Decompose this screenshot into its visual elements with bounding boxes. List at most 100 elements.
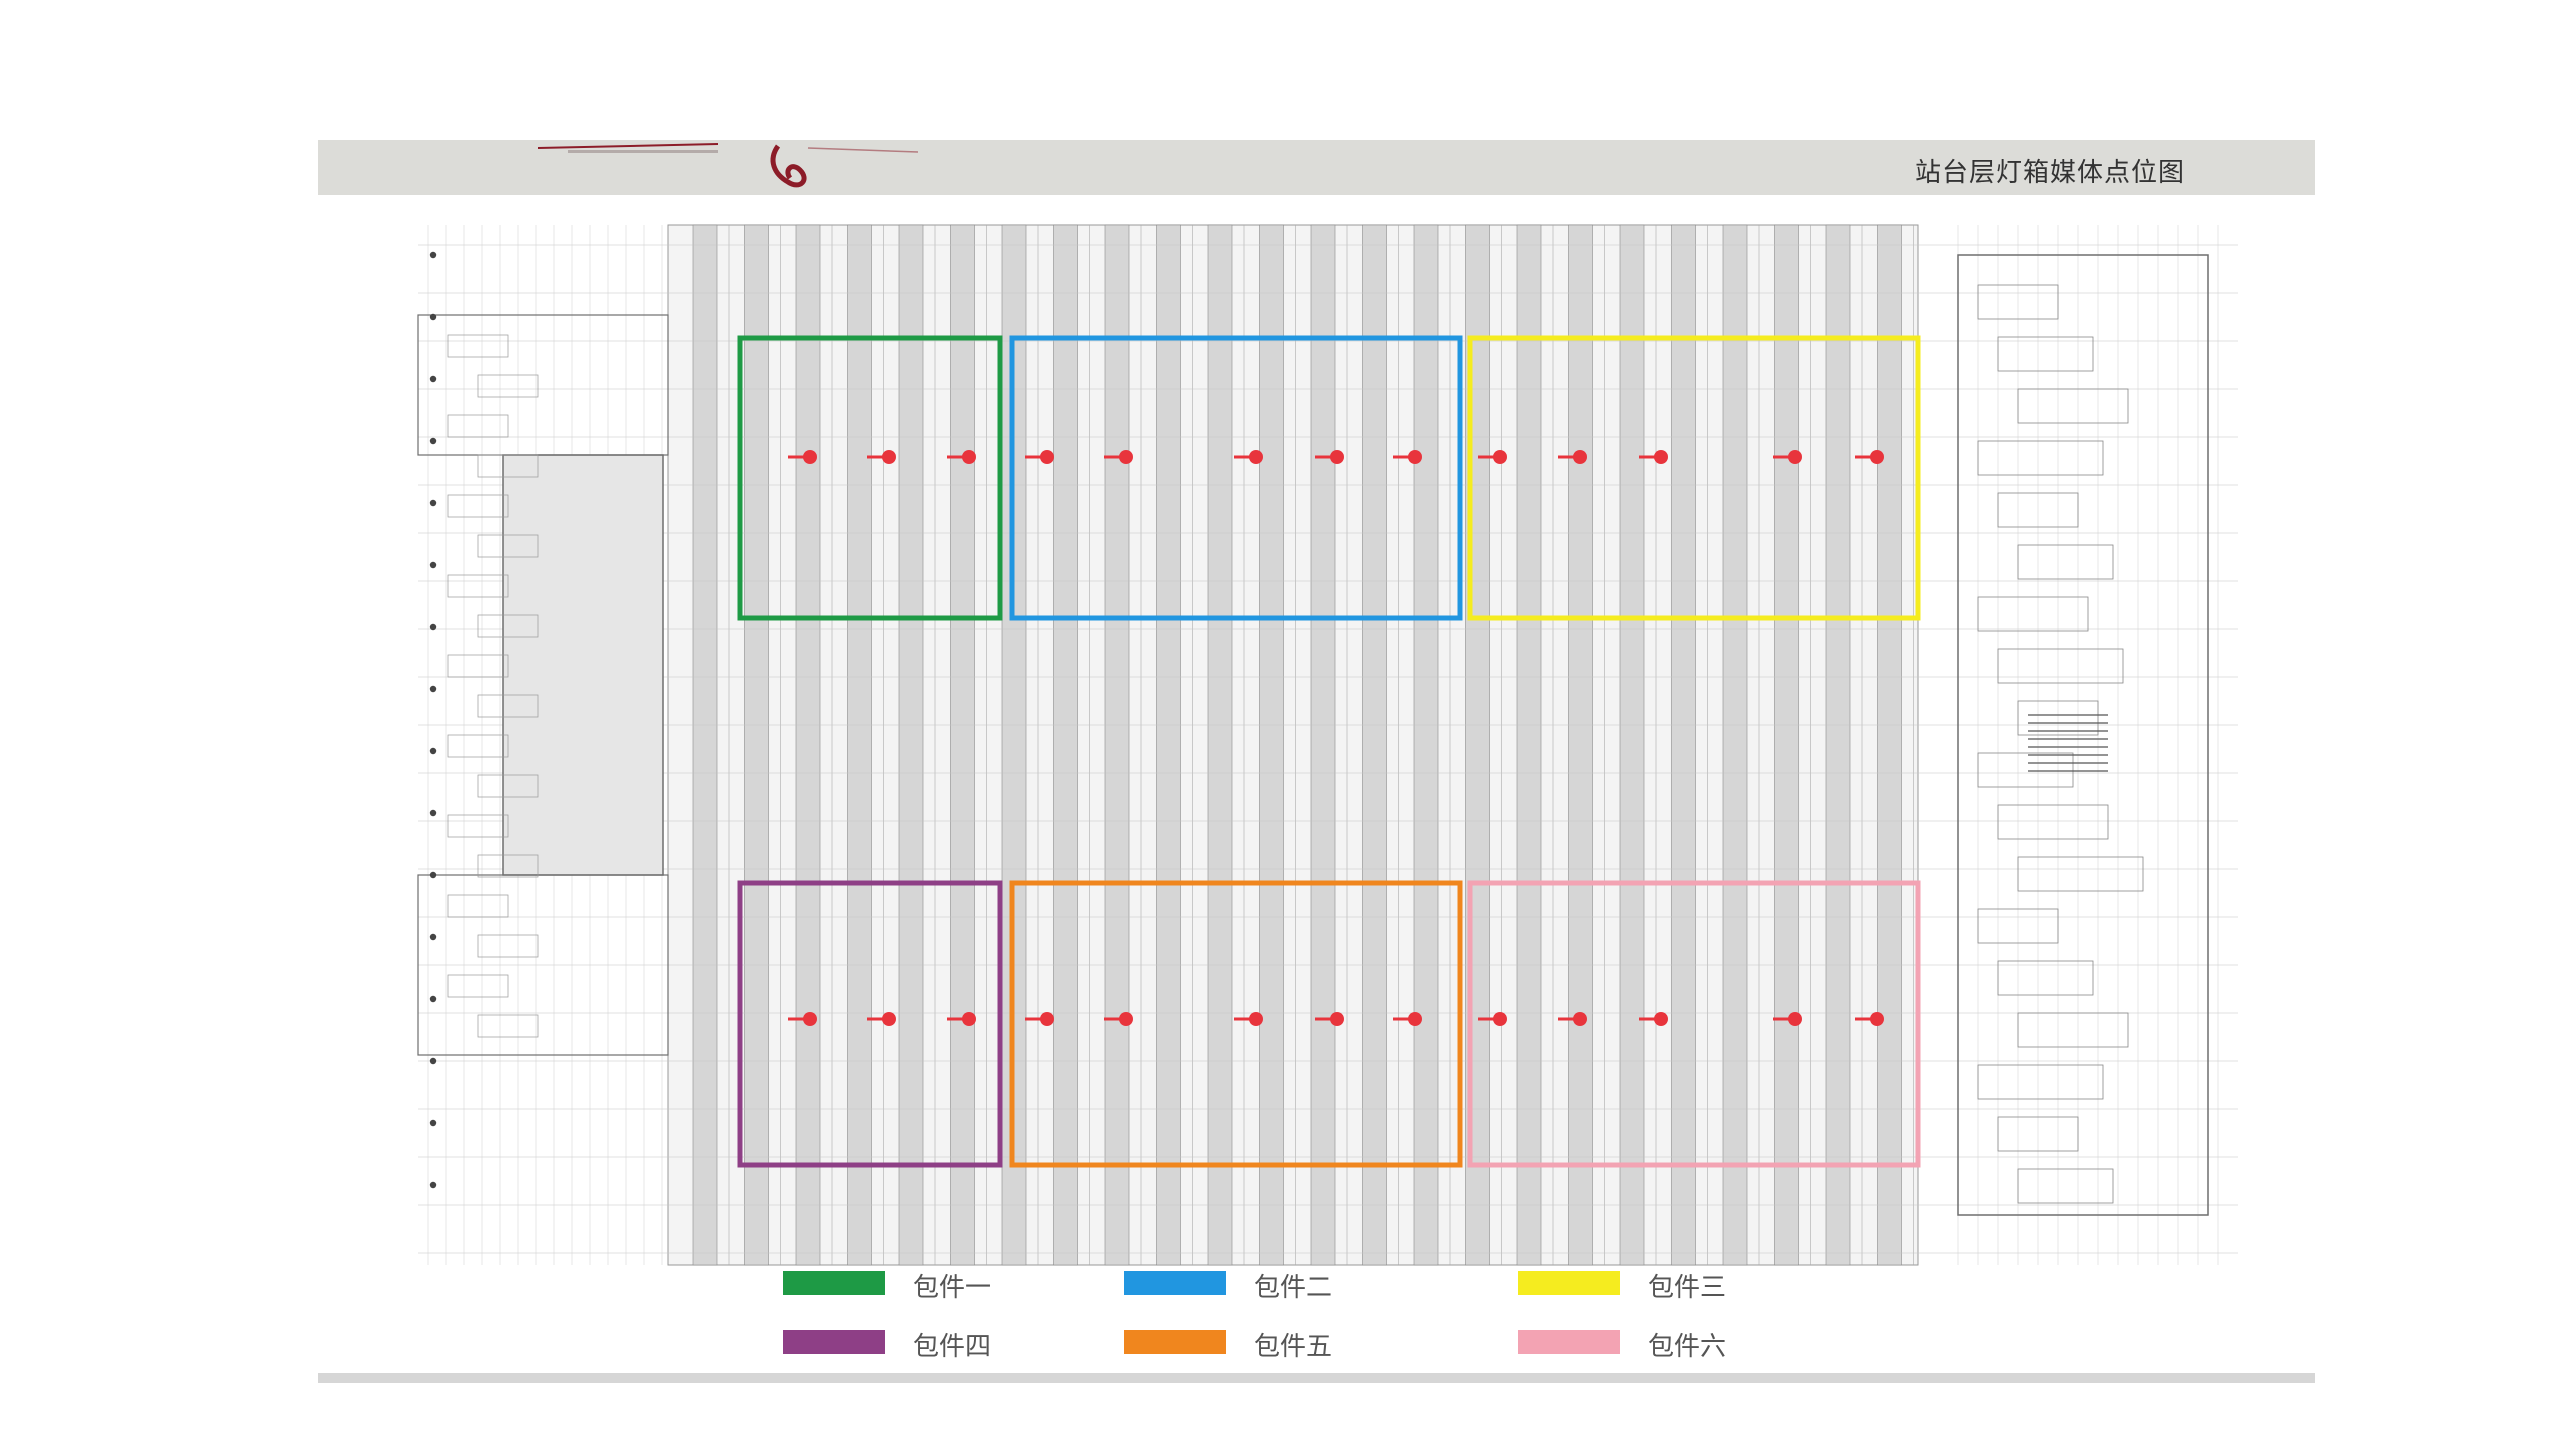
header-bar: 站台层灯箱媒体点位图 <box>318 140 2315 195</box>
logo-icon <box>538 143 918 188</box>
room-block <box>2017 1168 2114 1204</box>
axis-dot <box>429 933 437 941</box>
legend-swatch-pkg1 <box>783 1271 885 1295</box>
room-block <box>1997 960 2094 996</box>
media-point-marker <box>1040 1012 1054 1026</box>
platform-area <box>667 224 1919 1266</box>
legend-label-pkg3: 包件三 <box>1648 1273 1727 1303</box>
media-point-marker <box>1870 450 1884 464</box>
media-point-marker <box>962 1012 976 1026</box>
media-point-marker <box>1408 450 1422 464</box>
media-point-marker <box>1654 450 1668 464</box>
zone-pkg1 <box>737 335 1003 621</box>
track-strip <box>950 224 975 1266</box>
legend-label-pkg5: 包件五 <box>1254 1332 1333 1362</box>
room-block <box>447 734 509 758</box>
track-strip <box>692 224 718 1266</box>
legend-swatch-pkg5 <box>1124 1330 1226 1354</box>
axis-dot <box>429 995 437 1003</box>
media-point-marker <box>1330 1012 1344 1026</box>
legend-label-pkg4: 包件四 <box>913 1332 992 1362</box>
zone-pkg4 <box>737 880 1003 1168</box>
room-block <box>1997 1116 2079 1152</box>
axis-dot <box>429 499 437 507</box>
media-point-marker <box>1330 450 1344 464</box>
track-strip <box>1671 224 1696 1266</box>
track-strip <box>1877 224 1902 1266</box>
media-point-marker <box>962 450 976 464</box>
track-strip <box>1825 224 1851 1266</box>
track-strip <box>1516 224 1542 1266</box>
room-block <box>1997 492 2079 528</box>
left-rooms-bottom <box>417 874 669 1056</box>
room-block <box>447 814 509 838</box>
room-block <box>1977 440 2104 476</box>
media-point-marker <box>803 450 817 464</box>
track-strip <box>1722 224 1748 1266</box>
axis-dot <box>429 685 437 693</box>
legend-swatch-pkg4 <box>783 1330 885 1354</box>
left-rooms-top <box>417 314 669 456</box>
room-block <box>1997 648 2124 684</box>
media-point-marker <box>1654 1012 1668 1026</box>
room-block <box>2017 544 2114 580</box>
media-point-marker <box>803 1012 817 1026</box>
room-block <box>477 774 539 798</box>
media-point-marker <box>1788 450 1802 464</box>
track-strip <box>847 224 872 1266</box>
axis-dot <box>429 1057 437 1065</box>
zone-pkg3 <box>1467 335 1921 621</box>
room-block <box>477 694 539 718</box>
track-strip <box>898 224 924 1266</box>
axis-dot <box>429 437 437 445</box>
room-block <box>447 574 509 598</box>
legend-label-pkg2: 包件二 <box>1254 1273 1333 1303</box>
room-block <box>1997 804 2109 840</box>
axis-dot <box>429 623 437 631</box>
room-block <box>447 334 509 358</box>
room-block <box>447 974 509 998</box>
media-markers <box>788 450 1884 1026</box>
room-block <box>1977 908 2059 944</box>
media-point-marker <box>1249 450 1263 464</box>
zone-pkg2 <box>1009 335 1463 621</box>
room-block <box>2017 388 2129 424</box>
axis-dot <box>429 313 437 321</box>
axis-dot <box>429 1181 437 1189</box>
track-strip <box>1156 224 1181 1266</box>
media-point-marker <box>882 450 896 464</box>
room-block <box>447 654 509 678</box>
room-block <box>447 494 509 518</box>
media-point-marker <box>1573 1012 1587 1026</box>
track-strip <box>1774 224 1799 1266</box>
media-point-marker <box>1573 450 1587 464</box>
media-point-marker <box>1870 1012 1884 1026</box>
slide: 站台层灯箱媒体点位图 包件一 包件二 包件三 包件四 包件五 包件六 <box>318 140 2315 1387</box>
track-strip <box>1310 224 1336 1266</box>
track-strip <box>1619 224 1645 1266</box>
track-strip <box>1053 224 1078 1266</box>
track-strip <box>1104 224 1130 1266</box>
track-strip <box>795 224 821 1266</box>
track-strip <box>1413 224 1439 1266</box>
room-block <box>1977 284 2059 320</box>
axis-dot <box>429 809 437 817</box>
media-point-marker <box>1119 450 1133 464</box>
right-building <box>1957 254 2209 1216</box>
room-block <box>1977 752 2074 788</box>
room-block <box>477 1014 539 1038</box>
media-point-marker <box>1493 450 1507 464</box>
legend-swatch-pkg6 <box>1518 1330 1620 1354</box>
media-point-marker <box>1249 1012 1263 1026</box>
room-block <box>477 854 539 878</box>
track-strip <box>744 224 769 1266</box>
media-point-marker <box>1408 1012 1422 1026</box>
legend-label-pkg1: 包件一 <box>913 1273 992 1303</box>
media-point-marker <box>1119 1012 1133 1026</box>
room-block <box>2017 856 2144 892</box>
room-block <box>477 614 539 638</box>
axis-dot <box>429 561 437 569</box>
room-block <box>1977 596 2089 632</box>
media-point-marker <box>1040 450 1054 464</box>
legend-label-pkg6: 包件六 <box>1648 1332 1727 1362</box>
